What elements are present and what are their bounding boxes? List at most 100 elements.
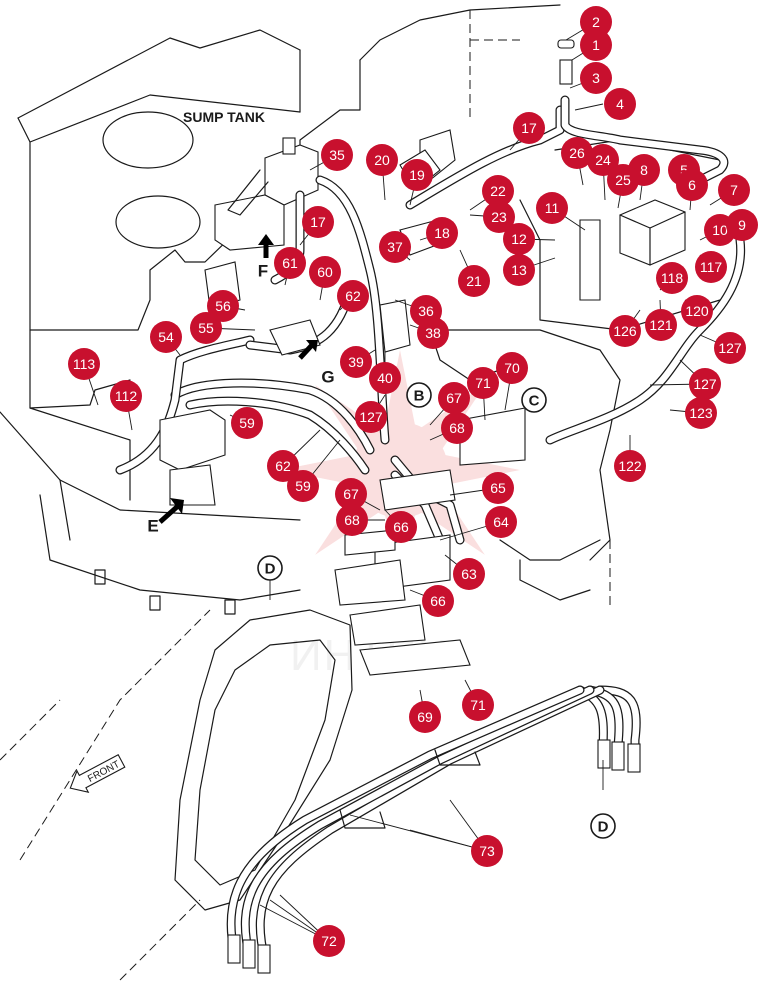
callout-66b: 66 — [422, 585, 454, 617]
view-arrows — [158, 234, 318, 524]
svg-text:C: C — [529, 393, 540, 410]
callout-markers: 2 1 3 4 17 26 24 8 5 25 6 7 10 9 35 20 1… — [68, 6, 758, 957]
svg-text:113: 113 — [73, 356, 96, 372]
svg-text:59: 59 — [295, 478, 311, 494]
callout-9: 9 — [726, 209, 758, 241]
callout-62: 62 — [337, 280, 369, 312]
callout-122: 122 — [614, 450, 646, 482]
ref-marker-d-left: D — [257, 555, 283, 581]
callout-19: 19 — [401, 159, 433, 191]
svg-text:71: 71 — [470, 697, 486, 713]
svg-text:63: 63 — [461, 566, 477, 582]
svg-text:72: 72 — [321, 933, 337, 949]
callout-69: 69 — [409, 701, 441, 733]
svg-text:65: 65 — [490, 480, 506, 496]
svg-text:59: 59 — [239, 415, 255, 431]
svg-text:67: 67 — [343, 486, 359, 502]
callout-20: 20 — [366, 144, 398, 176]
callout-21: 21 — [458, 265, 490, 297]
callout-70: 70 — [496, 352, 528, 384]
svg-text:68: 68 — [344, 512, 360, 528]
view-label-e: E — [147, 517, 158, 536]
view-label-f: F — [258, 262, 268, 281]
callout-37: 37 — [379, 231, 411, 263]
svg-text:19: 19 — [409, 167, 425, 183]
svg-text:69: 69 — [417, 709, 433, 725]
svg-text:36: 36 — [418, 303, 434, 319]
svg-text:35: 35 — [329, 147, 345, 163]
svg-text:123: 123 — [689, 405, 713, 421]
svg-text:20: 20 — [374, 152, 390, 168]
callout-127: 127 — [355, 401, 387, 433]
callout-23: 23 — [483, 201, 515, 233]
view-arrow-f — [258, 234, 274, 258]
ref-marker-d-bottom: D — [590, 813, 616, 839]
callout-67: 67 — [438, 382, 470, 414]
svg-text:61: 61 — [282, 255, 298, 271]
callout-1: 1 — [580, 29, 612, 61]
svg-text:5: 5 — [680, 162, 688, 178]
svg-text:8: 8 — [640, 162, 648, 178]
callout-64: 64 — [485, 506, 517, 538]
callout-40: 40 — [369, 362, 401, 394]
callout-118: 118 — [656, 262, 688, 294]
callout-4: 4 — [604, 88, 636, 120]
callout-24: 24 — [587, 144, 619, 176]
diagram-title: SUMP TANK — [183, 109, 265, 125]
svg-text:37: 37 — [387, 239, 403, 255]
callout-2: 2 — [580, 6, 612, 38]
svg-text:D: D — [265, 561, 276, 578]
svg-text:11: 11 — [545, 200, 560, 216]
svg-text:67: 67 — [446, 390, 462, 406]
svg-text:7: 7 — [730, 182, 738, 198]
callout-11: 11 — [536, 192, 568, 224]
callout-123: 123 — [685, 397, 717, 429]
callout-120: 120 — [681, 295, 713, 327]
callout-54: 54 — [150, 321, 182, 353]
svg-text:71: 71 — [475, 375, 491, 391]
callout-73: 73 — [471, 835, 503, 867]
svg-text:17: 17 — [310, 214, 326, 230]
svg-text:9: 9 — [738, 217, 746, 233]
svg-text:38: 38 — [425, 325, 441, 341]
callout-38: 38 — [417, 317, 449, 349]
svg-text:122: 122 — [618, 458, 642, 474]
svg-text:68: 68 — [449, 420, 465, 436]
callout-117: 117 — [695, 251, 727, 283]
svg-text:D: D — [598, 819, 609, 836]
callout-72: 72 — [313, 925, 345, 957]
callout-60: 60 — [309, 256, 341, 288]
callout-113: 113 — [68, 348, 100, 380]
callout-13: 13 — [503, 254, 535, 286]
svg-text:127: 127 — [718, 340, 742, 356]
svg-text:17: 17 — [521, 120, 537, 136]
callout-3: 3 — [580, 62, 612, 94]
svg-text:55: 55 — [198, 320, 214, 336]
svg-text:60: 60 — [317, 264, 333, 280]
callout-12: 12 — [503, 223, 535, 255]
svg-text:127: 127 — [359, 409, 383, 425]
callout-126: 126 — [609, 315, 641, 347]
callout-25: 25 — [607, 164, 639, 196]
svg-text:121: 121 — [649, 317, 673, 333]
callout-6: 6 — [676, 169, 708, 201]
callout-59: 59 — [231, 407, 263, 439]
view-arrow-e — [158, 498, 184, 524]
callout-127b: 127 — [714, 332, 746, 364]
svg-text:13: 13 — [511, 262, 527, 278]
valve-assemblies — [159, 39, 686, 676]
svg-text:56: 56 — [215, 298, 231, 314]
callout-35: 35 — [321, 139, 353, 171]
svg-text:62: 62 — [345, 288, 361, 304]
svg-text:1: 1 — [592, 37, 600, 53]
callout-26: 26 — [561, 137, 593, 169]
callout-18: 18 — [426, 217, 458, 249]
svg-text:2: 2 — [592, 14, 600, 30]
svg-text:24: 24 — [595, 152, 611, 168]
ref-marker-c: C — [521, 387, 547, 413]
svg-text:62: 62 — [275, 458, 291, 474]
svg-text:118: 118 — [661, 270, 684, 286]
svg-text:40: 40 — [377, 370, 393, 386]
callout-112: 112 — [110, 380, 142, 412]
callout-17: 17 — [513, 112, 545, 144]
